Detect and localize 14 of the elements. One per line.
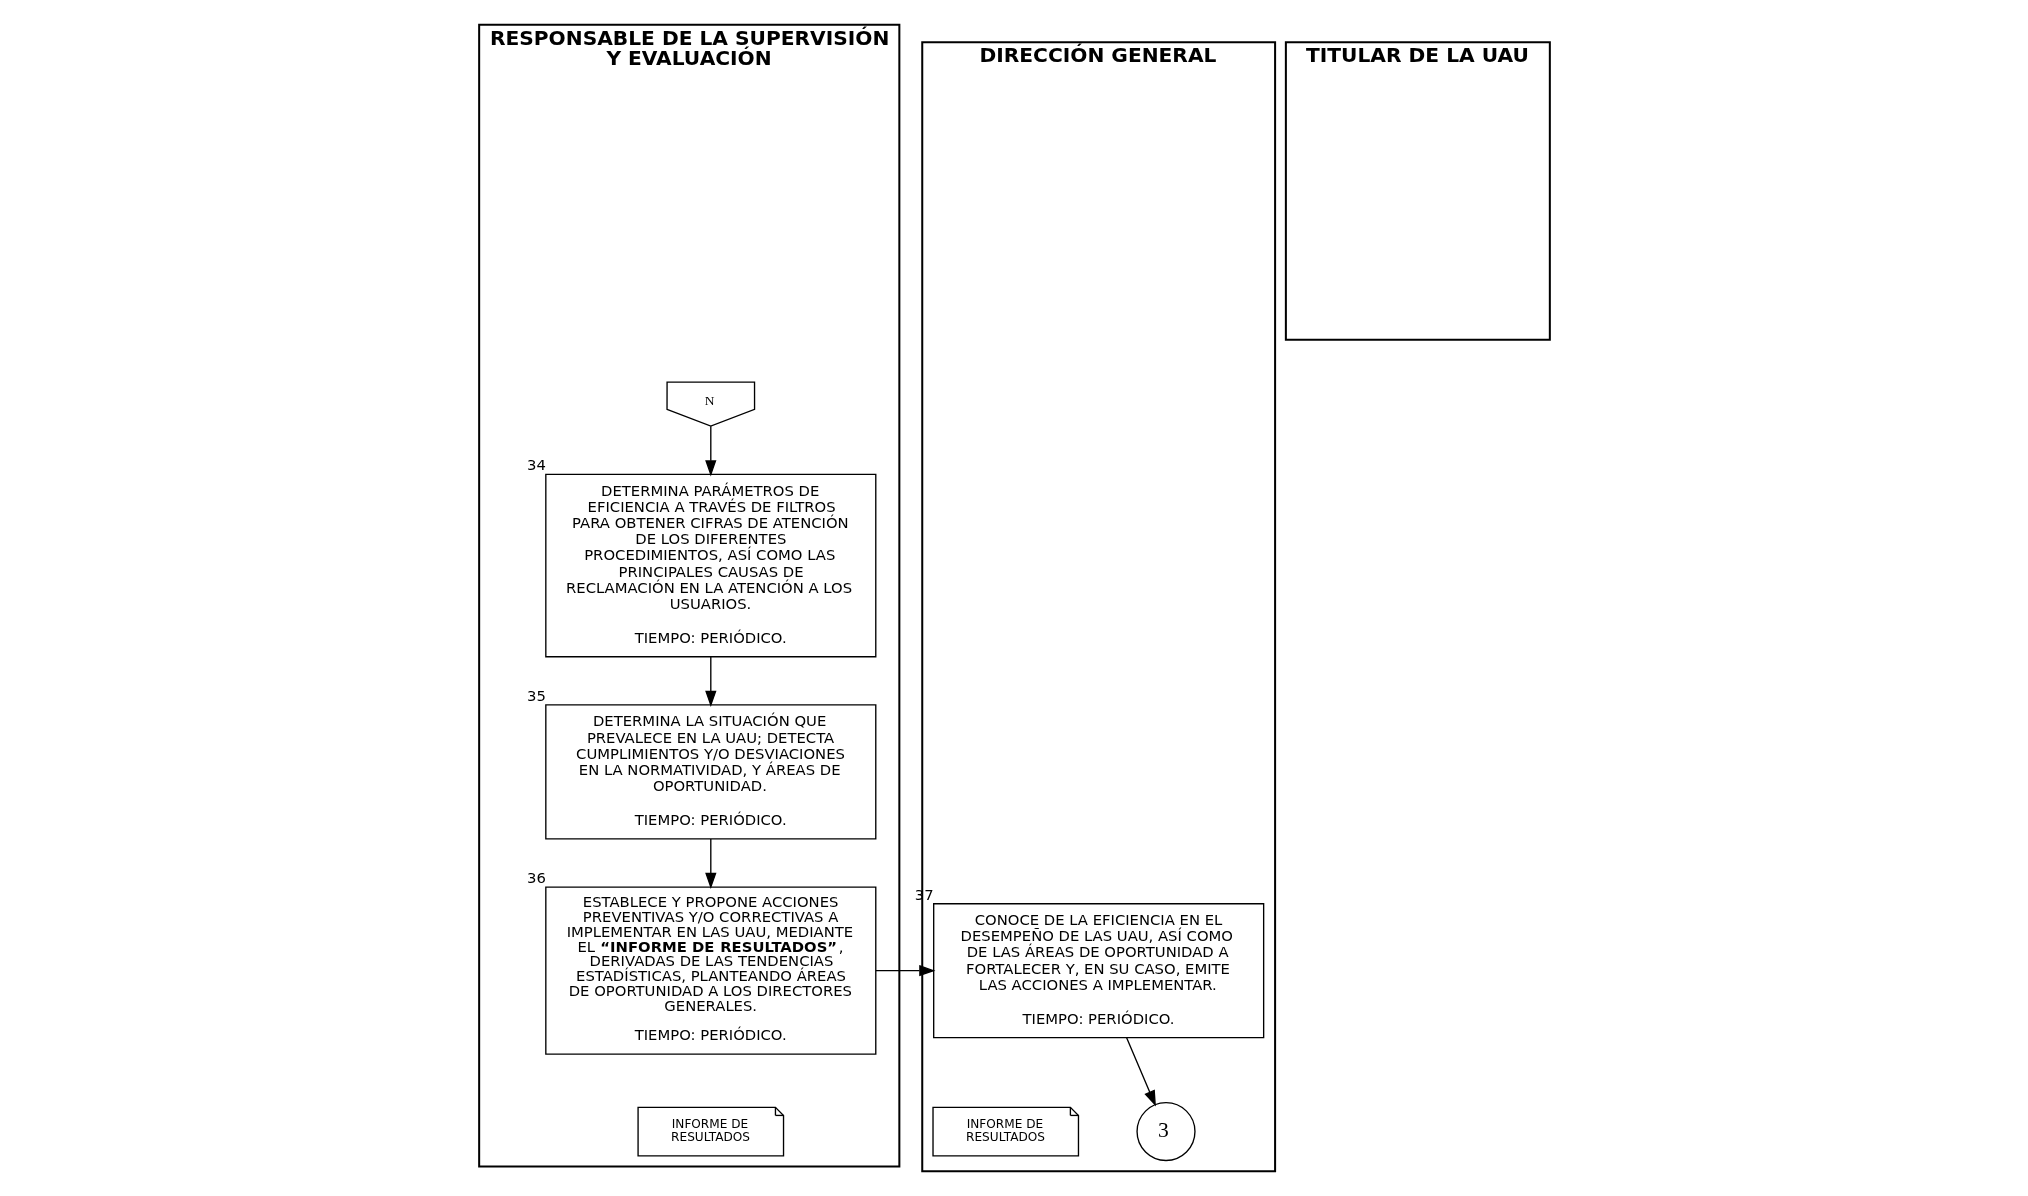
node-box: DETERMINA LA SITUACIÓN QUE PREVALECE EN LA UAU; DETECTA CUMPLIMIENTOS Y/O DESVIACIONES EN LA NORMATIVIDAD, Y ÁREAS DE OPORTUNIDAD. TIEMPO: PERIÓDICO.: [544, 704, 876, 840]
arrow: [704, 425, 716, 477]
arrow: [1125, 1037, 1156, 1107]
node-box: CONOCE DE LA EFICIENCIA EN EL DESEMPEÑO DE LAS UAU, ASÍ COMO DE LAS ÁREAS DE OPORTUNIDAD A FORTALECER Y, EN SU CASO, EMITE LAS ACCIONES A IMPLEMENTAR. TIEMPO: PERIÓDICO.: [932, 903, 1264, 1039]
arrow: [874, 965, 935, 977]
node-box: TITULAR DE LA UAU: [1284, 41, 1551, 341]
node-label: 34: [526, 456, 546, 474]
arrow: [704, 838, 716, 889]
node-circle: 3: [1135, 1101, 1196, 1162]
node-box: ESTABLECE Y PROPONE ACCIONES PREVENTIVAS Y/O CORRECTIVAS A IMPLEMENTAR EN LAS UAU, MEDIANTE EL “INFORME DE RESULTADOS”, DERIVADAS DE LAS TENDENCIAS ESTADÍSTICAS, PLANTEANDO ÁREAS DE OPORTUNIDAD A LOS DIRECTORES GENERALES. TIEMPO: PERIÓDICO.: [544, 886, 876, 1055]
node-label: 36: [526, 868, 546, 886]
node-box: DETERMINA PARÁMETROS DE EFICIENCIA A TRAVÉS DE FILTROS PARA OBTENER CIFRAS DE ATENCIÓN DE LOS DIFERENTES PROCEDIMIENTOS, ASÍ COMO LAS PRINCIPALES CAUSAS DE RECLAMACIÓN EN LA ATENCIÓN A LOS USUARIOS. TIEMPO: PERIÓDICO.: [544, 473, 876, 658]
arrow: [704, 656, 716, 707]
node-label: 35: [526, 686, 546, 704]
